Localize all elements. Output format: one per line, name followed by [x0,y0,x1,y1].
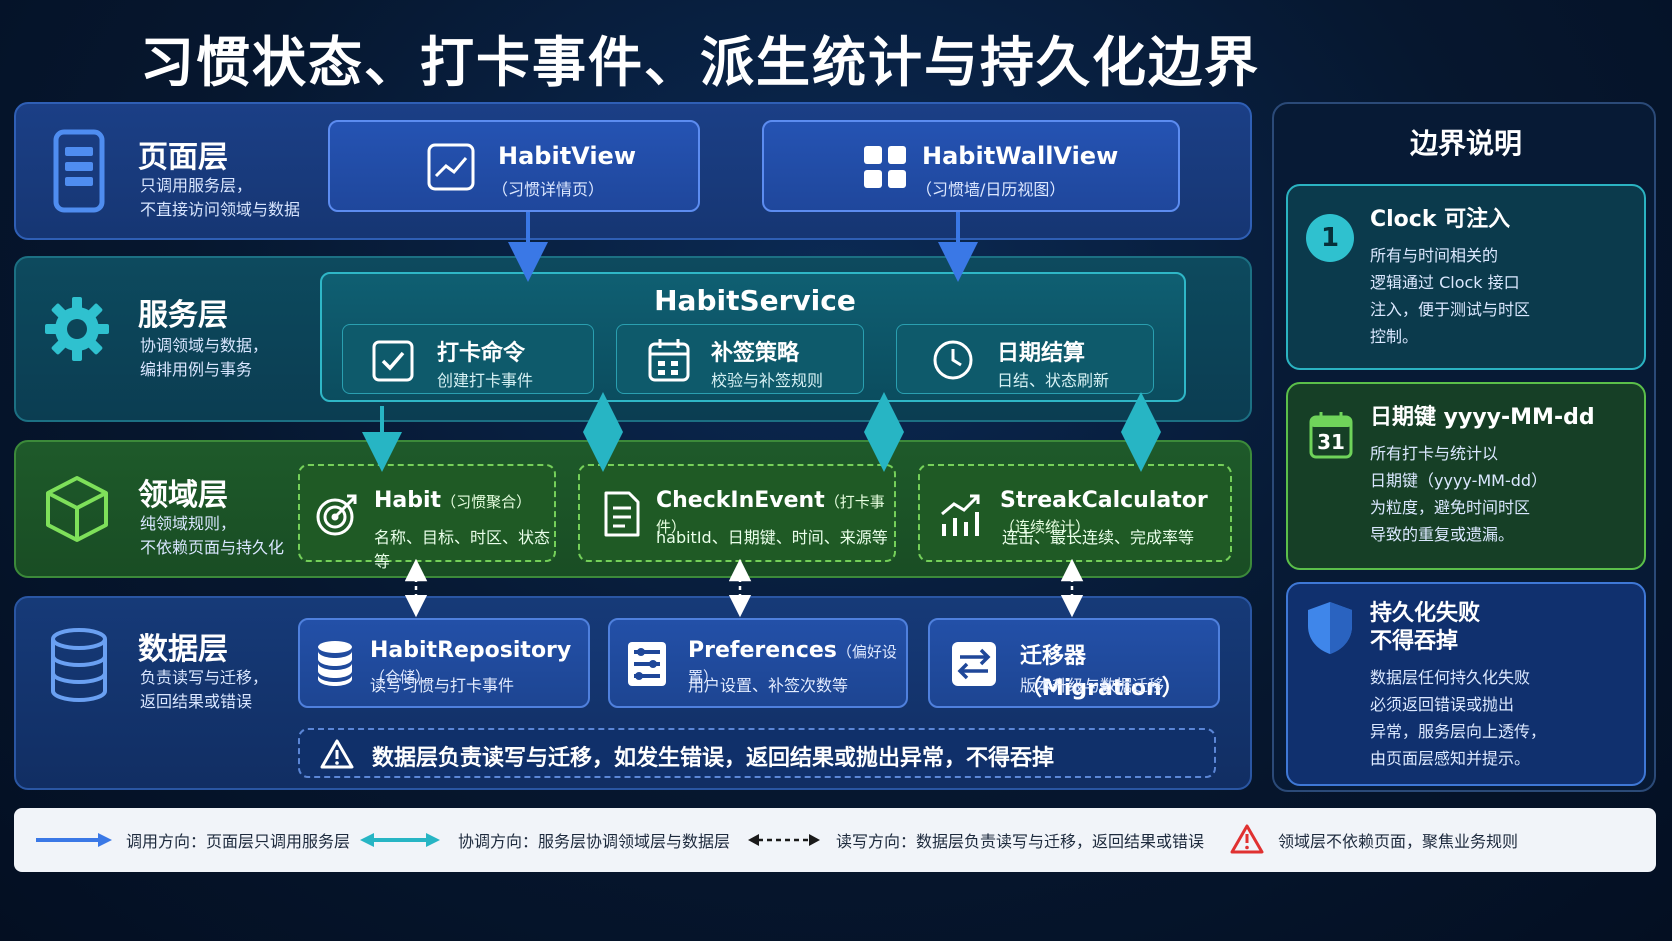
habit-repository-tag: （仓储） [370,668,431,686]
checkin-command-box[interactable]: 打卡命令 创建打卡事件 [342,324,594,394]
readwrite-arrow-sample [748,834,820,846]
habit-aggregate-tag: （习惯聚合） [441,493,532,511]
domain-layer-name: 领域层 [138,478,228,513]
checkin-event-tag: （打卡事件） [656,493,885,536]
checkbox-icon [371,339,415,387]
legend-call-text: 调用方向：页面层只调用服务层 [126,832,351,851]
preferences-title: Preferences（偏好设置） [688,638,906,688]
habit-service-box[interactable]: HabitService 打卡命令 创建打卡事件 补签策略 校验与补签规则 日期… [320,272,1186,402]
boundary-notes-panel: 边界说明 1 Clock 可注入 所有与时间相关的 逻辑通过 Clock 接口 … [1272,102,1656,792]
calendar-icon: 31 [1308,410,1354,464]
checkin-event-title: CheckInEvent（打卡事件） [656,488,894,538]
habit-repository-title: HabitRepository （仓储） [370,638,588,688]
page-layer-name: 页面层 [138,140,228,175]
database-icon [316,640,354,690]
date-settlement-title: 日期结算 [997,341,1086,366]
checkin-event-box[interactable]: CheckInEvent（打卡事件） habitId、日期键、时间、来源等 [578,464,896,562]
streak-calculator-name: StreakCalculator [1000,488,1208,513]
habit-repository-name: HabitRepository [370,638,572,663]
legend-coord-text: 协调方向：服务层协调领域层与数据层 [458,832,731,851]
makeup-policy-box[interactable]: 补签策略 校验与补签规则 [616,324,864,394]
habit-aggregate-desc: 名称、目标、时区、状态等 [374,528,551,571]
swap-arrows-icon [950,640,998,692]
clock-injectable-title: Clock 可注入 [1370,207,1511,232]
checkin-event-desc: habitId、日期键、时间、来源等 [656,528,888,547]
streak-calculator-box[interactable]: StreakCalculator （连续统计） 连击、最长连续、完成率等 [918,464,1232,562]
checkin-command-title: 打卡命令 [437,341,526,366]
coord-arrow-sample [360,833,440,847]
mobile-phone-icon [44,126,114,216]
settings-panel-icon [626,640,668,692]
preferences-name: Preferences [688,638,837,663]
date-key-desc: 所有打卡与统计以 日期键（yyyy-MM-dd） 为粒度，避免时间时区 导致的重… [1370,444,1548,544]
habit-repository-desc: 读写习惯与打卡事件 [370,676,515,695]
data-layer-desc: 负责读写与迁移， 返回结果或错误 [140,668,269,711]
legend-domain-text: 领域层不依赖页面，聚焦业务规则 [1278,832,1519,851]
domain-layer-desc: 纯领域规则， 不依赖页面与持久化 [140,514,285,557]
checkin-command-desc: 创建打卡事件 [437,371,534,390]
date-settlement-desc: 日结、状态刷新 [997,371,1110,390]
checkin-event-name: CheckInEvent [656,488,825,513]
habit-view-title: HabitView [498,142,636,170]
shield-icon [1306,600,1354,660]
gear-icon [42,284,112,374]
page-title: 习惯状态、打卡事件、派生统计与持久化边界 [140,31,1260,94]
data-layer-name: 数据层 [138,632,228,667]
habit-view-box[interactable]: HabitView （习惯详情页） [328,120,700,212]
clock-injectable-card: 1 Clock 可注入 所有与时间相关的 逻辑通过 Clock 接口 注入，便于… [1286,184,1646,370]
preferences-tag: （偏好设置） [688,643,897,686]
habit-service-title: HabitService [654,284,856,317]
page-layer-band: 页面层 只调用服务层， 不直接访问领域与数据 HabitView （习惯详情页）… [14,102,1252,240]
migration-name: 迁移器（Migration） [1020,644,1184,701]
persistence-failure-title: 持久化失败 不得吞掉 [1370,601,1481,654]
data-warning-text: 数据层负责读写与迁移，如发生错误，返回结果或抛出异常，不得吞掉 [372,746,1055,771]
habit-aggregate-box[interactable]: Habit（习惯聚合） 名称、目标、时区、状态等 [298,464,556,571]
habit-aggregate-name: Habit [374,488,442,513]
persistence-failure-card: 持久化失败 不得吞掉 数据层任何持久化失败 必须返回错误或抛出 异常，服务层向上… [1286,582,1646,786]
date-key-card: 31 日期键 yyyy-MM-dd 所有打卡与统计以 日期键（yyyy-MM-d… [1286,382,1646,570]
grid-icon [860,142,910,192]
legend-readwrite-text: 读写方向：数据层负责读写与迁移，返回结果或错误 [836,832,1205,851]
target-icon [314,492,360,542]
habit-wall-view-title: HabitWallView [922,142,1119,170]
calendar-day-badge: 31 [1317,430,1345,454]
cube-icon [42,464,112,554]
date-key-title: 日期键 yyyy-MM-dd [1370,405,1595,430]
warning-icon [320,738,354,774]
number-badge: 1 [1306,214,1354,262]
domain-layer-band: 领域层 纯领域规则， 不依赖页面与持久化 Habit（习惯聚合） 名称、目标、时… [14,440,1252,578]
habit-wall-view-sub: （习惯墙/日历视图） [916,180,1066,199]
migration-box[interactable]: 迁移器（Migration） 版本升级与数据迁移 [928,618,1220,708]
habit-wall-view-box[interactable]: HabitWallView （习惯墙/日历视图） [762,120,1180,212]
data-warning-bar: 数据层负责读写与迁移，如发生错误，返回结果或抛出异常，不得吞掉 [298,728,1216,778]
trend-chart-icon [938,492,984,542]
clock-icon [931,338,975,386]
makeup-policy-title: 补签策略 [711,341,800,366]
document-icon [602,490,642,542]
date-settlement-box[interactable]: 日期结算 日结、状态刷新 [896,324,1154,394]
page-layer-desc: 只调用服务层， 不直接访问领域与数据 [140,176,301,219]
clock-injectable-desc: 所有与时间相关的 逻辑通过 Clock 接口 注入，便于测试与时区 控制。 [1370,246,1531,346]
streak-calculator-desc: 连击、最长连续、完成率等 [1002,528,1195,547]
preferences-desc: 用户设置、补签次数等 [688,676,849,695]
habit-repository-box[interactable]: HabitRepository （仓储） 读写习惯与打卡事件 [298,618,590,708]
habit-aggregate-title: Habit（习惯聚合） [374,488,531,513]
migration-desc: 版本升级与数据迁移 [1020,676,1165,695]
boundary-notes-title: 边界说明 [1409,127,1522,160]
makeup-policy-desc: 校验与补签规则 [711,371,824,390]
service-layer-desc: 协调领域与数据， 编排用例与事务 [140,336,269,379]
streak-calculator-tag: （连续统计） [1000,518,1091,536]
streak-calculator-title: StreakCalculator （连续统计） [1000,488,1230,538]
migration-title: 迁移器（Migration） [1020,638,1218,702]
calendar-icon [647,337,691,387]
preferences-box[interactable]: Preferences（偏好设置） 用户设置、补签次数等 [608,618,908,708]
database-icon [44,620,114,710]
service-layer-name: 服务层 [138,298,228,333]
legend-bar: 调用方向：页面层只调用服务层 协调方向：服务层协调领域层与数据层 读写方向：数据… [14,808,1656,872]
chart-icon [426,142,476,192]
call-arrow-sample [36,833,112,847]
habit-view-sub: （习惯详情页） [492,180,605,199]
warning-icon [1230,824,1264,854]
persistence-failure-desc: 数据层任何持久化失败 必须返回错误或抛出 异常，服务层向上透传， 由页面层感知并… [1370,668,1547,768]
